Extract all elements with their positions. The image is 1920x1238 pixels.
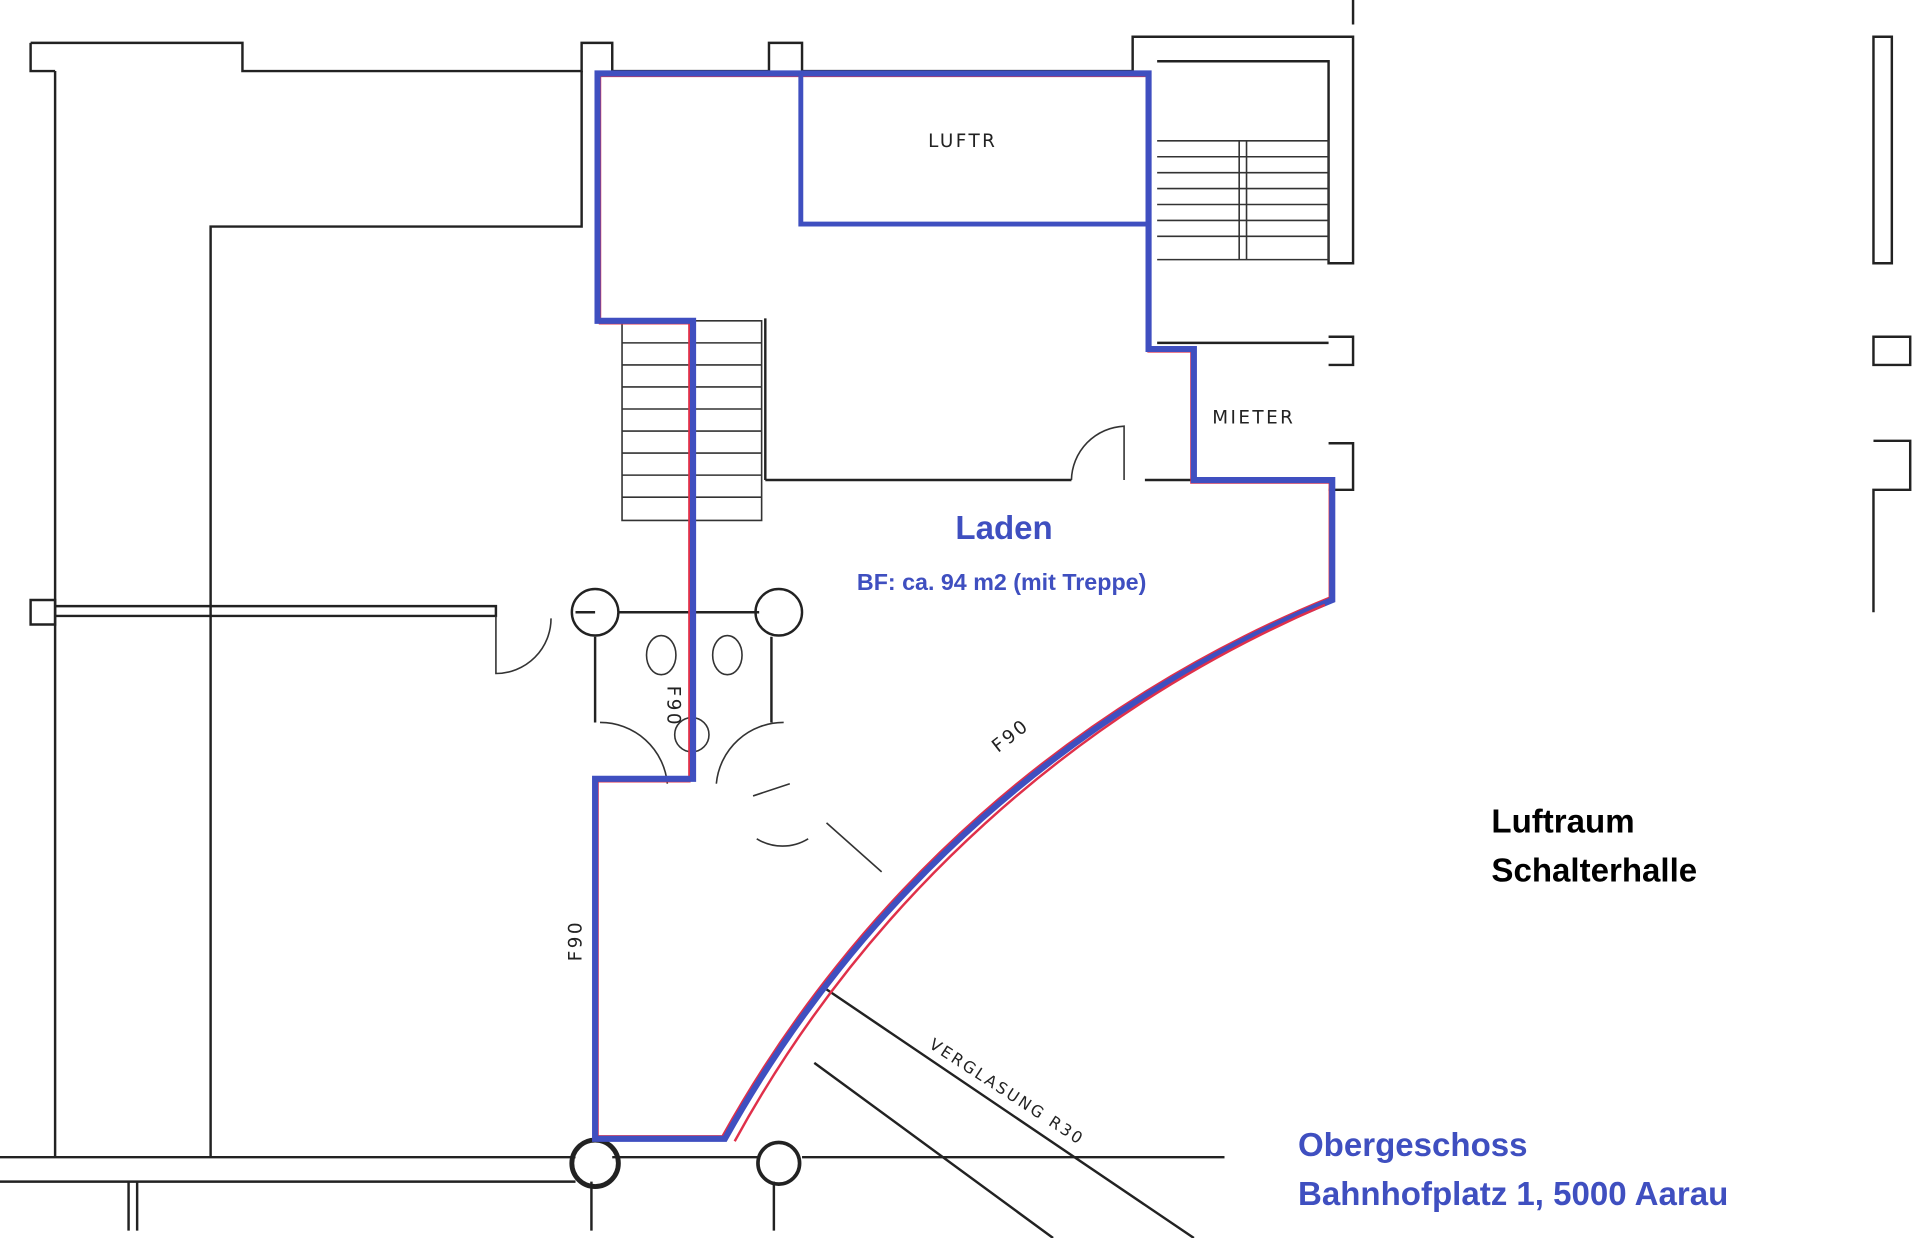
room-label-mieter: MIETER	[1212, 408, 1295, 429]
void-label-line1: Luftraum	[1491, 804, 1634, 841]
stairs	[621, 140, 1330, 522]
glazing-label: VERGLASUNG R30	[926, 1034, 1088, 1149]
void-label-line2: Schalterhalle	[1491, 853, 1697, 890]
fire-rating-label: F90	[988, 715, 1033, 757]
fire-rating-label: F90	[566, 920, 587, 961]
address: Bahnhofplatz 1, 5000 Aarau	[1298, 1176, 1728, 1213]
shop-name: Laden	[955, 510, 1052, 547]
floor-title: Obergeschoss	[1298, 1127, 1528, 1164]
columns	[569, 587, 804, 1189]
shop-area: BF: ca. 94 m2 (mit Treppe)	[857, 569, 1146, 595]
shop-outline	[592, 70, 1336, 1142]
room-label-luftr: LUFTR	[928, 131, 997, 152]
fire-rating-label: F90	[662, 686, 683, 727]
